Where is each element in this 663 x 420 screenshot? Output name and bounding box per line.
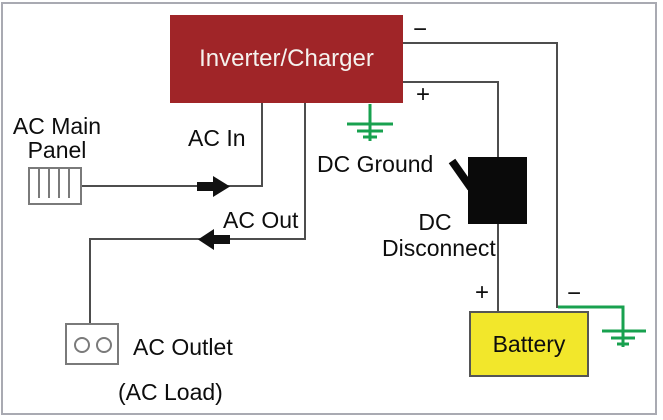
battery-positive-sign: + xyxy=(475,279,490,306)
inverter-charger-label: Inverter/Charger xyxy=(199,45,374,72)
ac-outlet-label: AC Outlet xyxy=(133,334,233,360)
ac-outlet-icon xyxy=(65,323,119,365)
outlet-socket-hole xyxy=(74,337,90,353)
dc-negative-wire xyxy=(403,42,558,308)
battery-ground-icon xyxy=(558,305,646,347)
battery-label: Battery xyxy=(492,330,566,357)
dc-ground-label: DC Ground xyxy=(317,151,434,177)
dc-disconnect-box xyxy=(468,157,527,224)
outlet-socket-hole xyxy=(96,337,112,353)
ac-main-panel-icon xyxy=(28,167,82,205)
inverter-positive-sign: + xyxy=(416,81,431,108)
ac-load-label: (AC Load) xyxy=(118,379,223,405)
ac-main-panel-label: AC Main Panel xyxy=(12,113,102,163)
ac-out-wire xyxy=(89,103,306,325)
dc-ground-icon xyxy=(347,104,393,141)
ac-in-arrow-icon xyxy=(197,176,230,197)
battery-box: Battery xyxy=(469,311,589,377)
inverter-negative-sign: − xyxy=(413,16,428,43)
ac-out-arrow-icon xyxy=(198,229,230,250)
dc-positive-wire-upper xyxy=(403,81,499,158)
dc-disconnect-label: DC Disconnect xyxy=(382,209,496,261)
inverter-charger-box: Inverter/Charger xyxy=(170,15,403,103)
ac-in-wire xyxy=(82,103,263,187)
ac-out-label: AC Out xyxy=(223,207,299,233)
battery-negative-sign: − xyxy=(567,280,582,307)
disconnect-lever-icon xyxy=(448,158,475,191)
ac-in-label: AC In xyxy=(188,125,246,151)
